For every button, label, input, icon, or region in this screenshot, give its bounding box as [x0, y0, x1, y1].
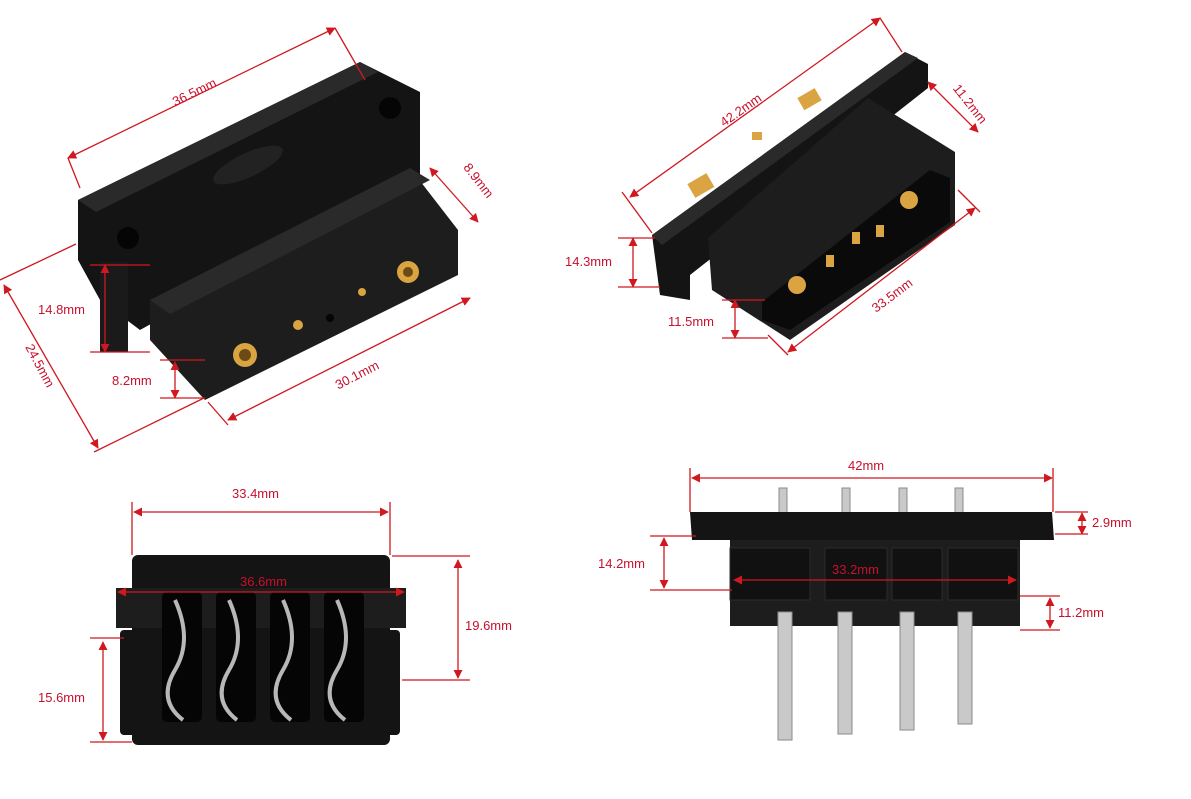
dim-bottom-right-length: 42mm [848, 458, 884, 473]
dim-top-left-front: 30.1mm [333, 358, 382, 393]
dim-top-left-depth: 8.9mm [460, 160, 496, 201]
dim-bottom-right-pin: 11.2mm [1058, 605, 1104, 620]
connector-top-right [652, 52, 955, 340]
connector-bottom-left [116, 555, 406, 745]
dim-top-right-height: 14.3mm [565, 254, 612, 269]
dim-bottom-left-height: 19.6mm [465, 618, 512, 633]
dim-top-right-front: 33.5mm [869, 275, 916, 315]
dim-top-right-length: 42.2mm [717, 90, 764, 129]
dim-top-left-step: 8.2mm [112, 373, 152, 388]
dimensions-bottom-left: 33.4mm 36.6mm 19.6mm 15.6mm [38, 486, 512, 743]
dim-bottom-left-outer: 33.4mm [232, 486, 279, 501]
dim-bottom-right-flange: 2.9mm [1092, 515, 1132, 530]
dim-top-left-height: 14.8mm [38, 302, 85, 317]
dim-top-left-width: 24.5mm [22, 341, 57, 390]
dim-top-left-length: 36.5mm [170, 75, 219, 109]
dim-top-right-flange: 11.2mm [950, 81, 990, 126]
dim-top-right-inner: 11.5mm [668, 314, 714, 329]
connector-top-left [78, 62, 458, 400]
dim-bottom-right-height: 14.2mm [598, 556, 645, 571]
contact-slots [162, 592, 364, 722]
dim-bottom-right-inner: 33.2mm [832, 562, 879, 577]
dim-bottom-left-lower: 15.6mm [38, 690, 85, 705]
dim-bottom-left-inner: 36.6mm [240, 574, 287, 589]
connector-bottom-right [690, 487, 1054, 741]
dimensions-bottom-right: 42mm 2.9mm 14.2mm 33.2mm 11.2mm [598, 458, 1132, 631]
